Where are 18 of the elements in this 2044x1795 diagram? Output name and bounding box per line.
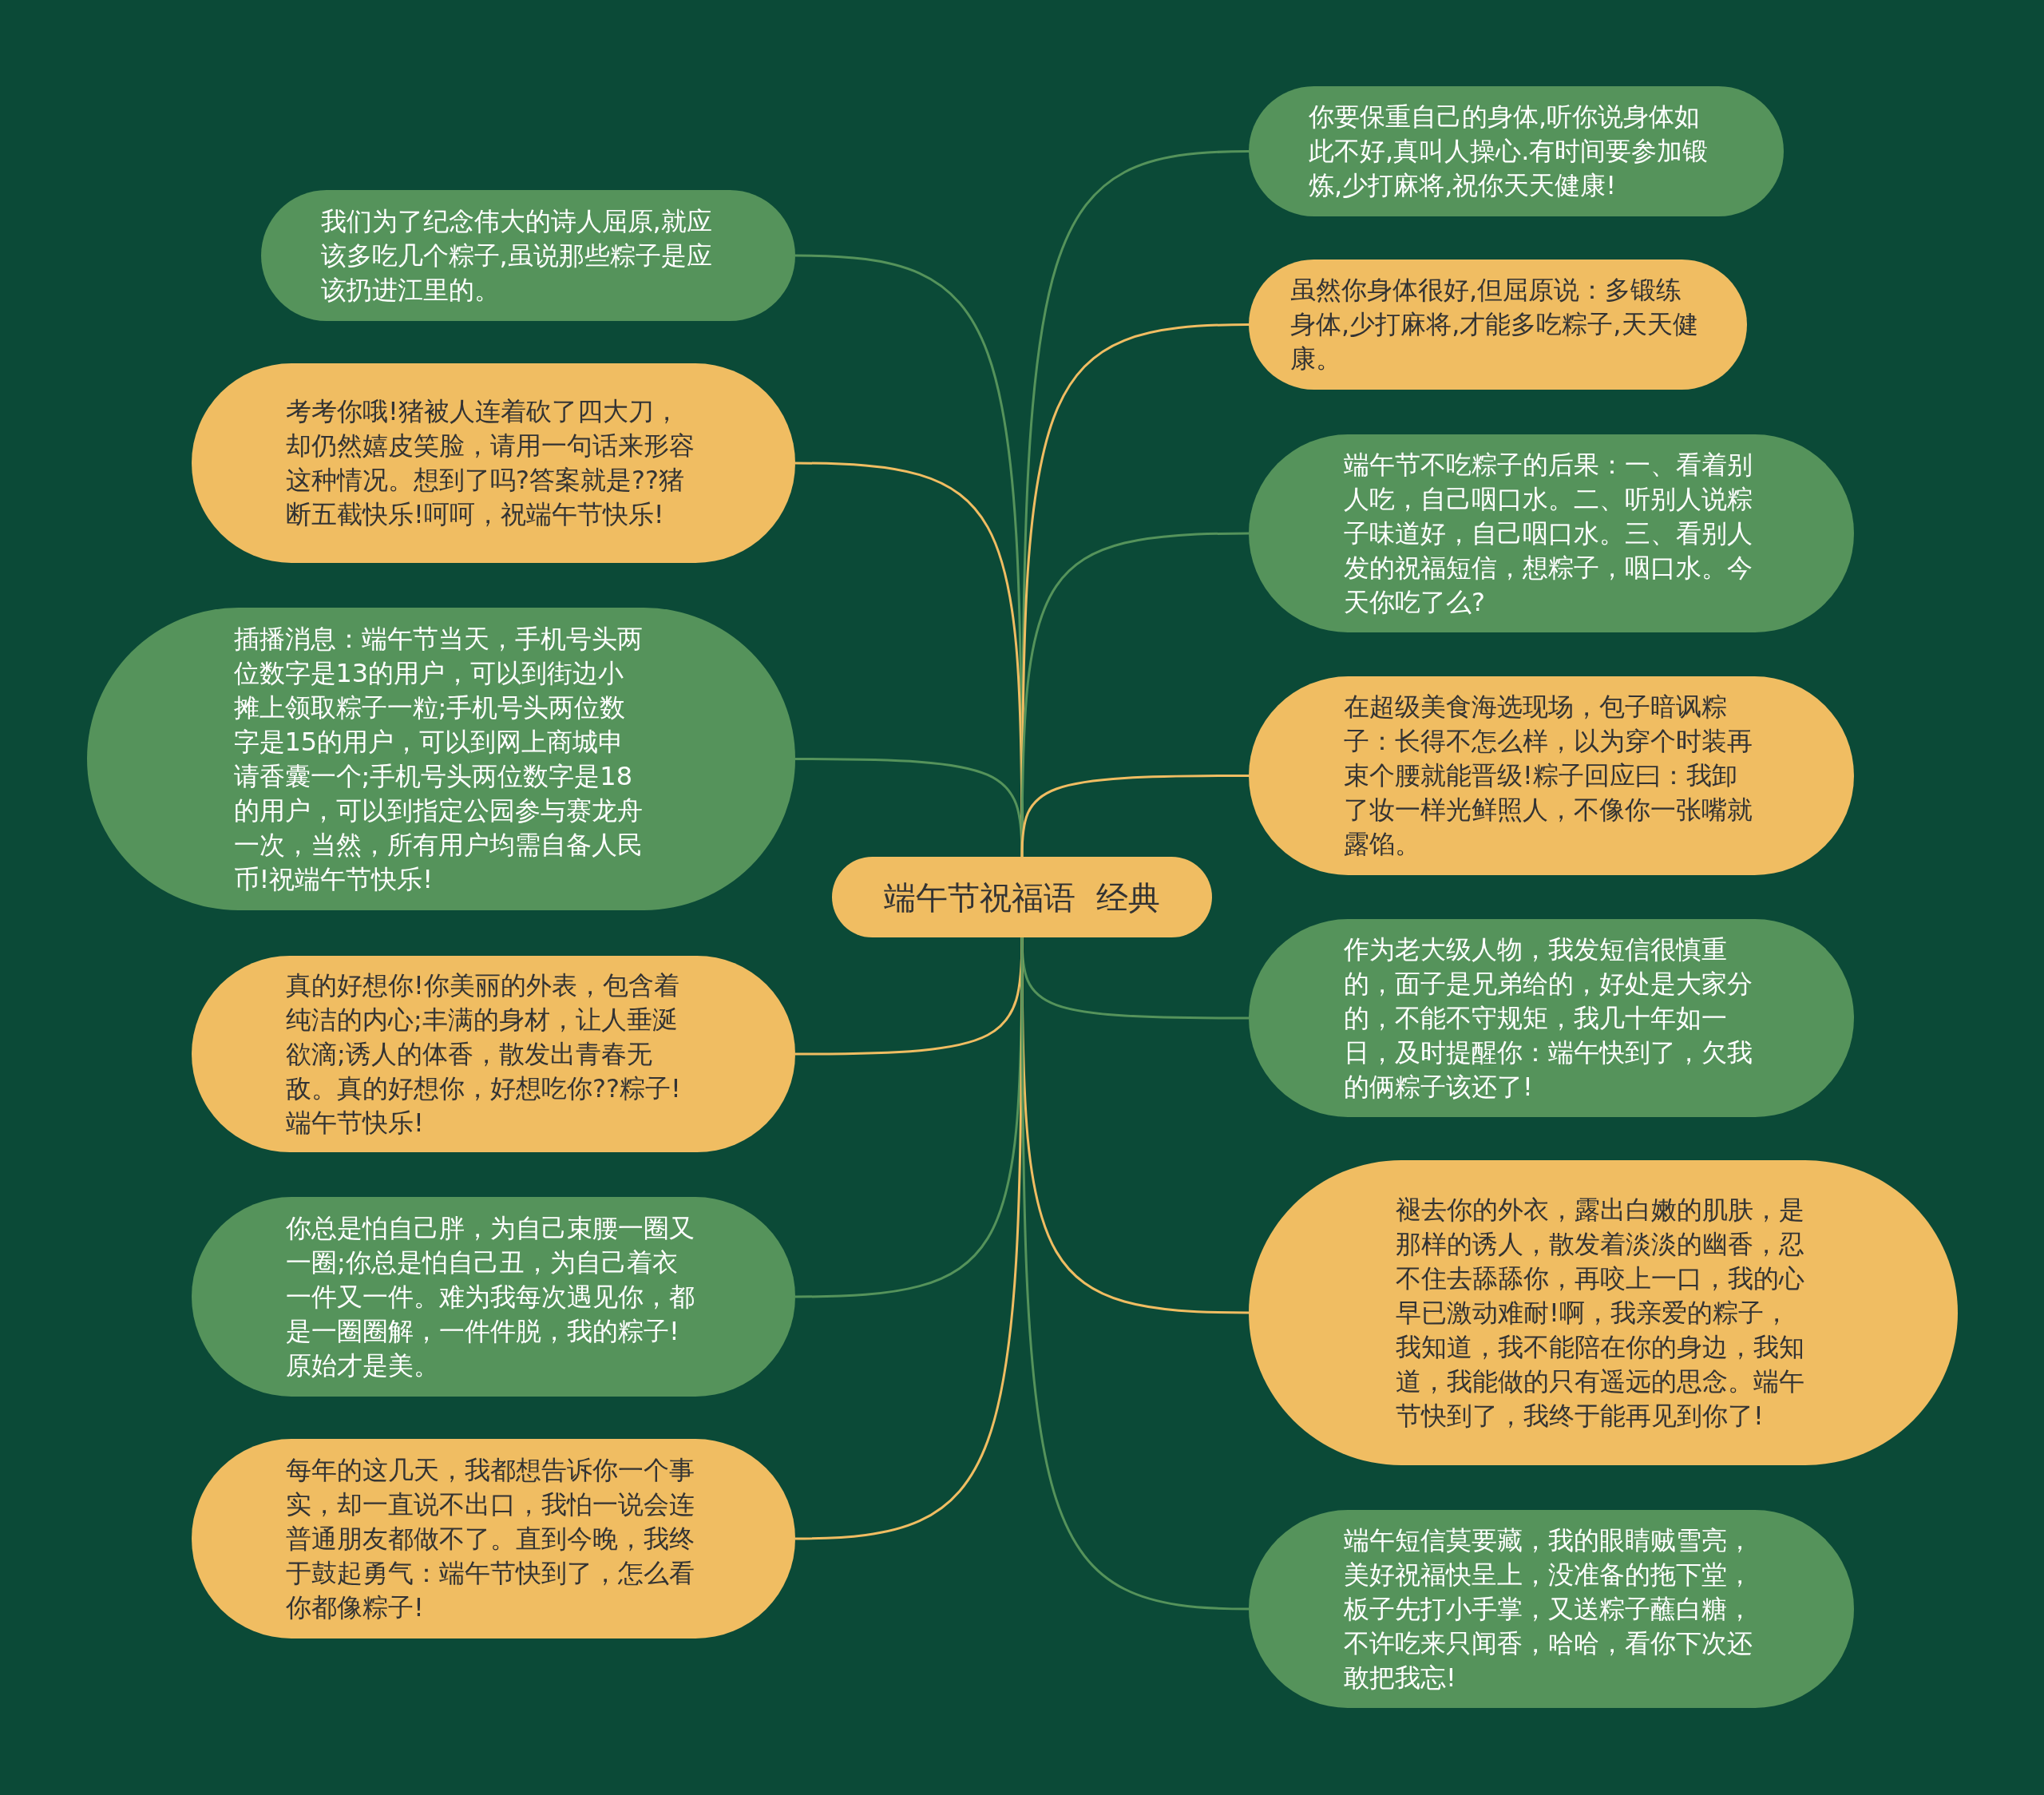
- message-text: 在超级美食海选现场，包子暗讽粽子：长得不怎么样，以为穿个时装再束个腰就能晋级!粽子回应曰：我卸了妆一样光鲜照人，不像你一张嘴就露馅。: [1344, 691, 1753, 861]
- message-text: 插播消息：端午节当天，手机号头两位数字是13的用户，可以到街边小摊上领取粽子一粒;手机号头两位数字是15的用户，可以到网上商城申请香囊一个;手机号头两位数字是18的用户，可以到指定公园参与赛龙舟一次，当然，所有用户均需自备人民币!祝端午节快乐!: [233, 622, 644, 896]
- message-text: 你要保重自己的身体,听你说身体如此不好,真叫人操心.有时间要参加锻炼,少打麻将,祝你天天健康!: [1309, 101, 1709, 202]
- message-text: 我们为了纪念伟大的诗人屈原,就应该多吃几个粽子,虽说那些粽子是应该扔进江里的。: [320, 204, 713, 307]
- message-text: 褪去你的外衣，露出白嫩的肌肤，是那样的诱人，散发着淡淡的幽香，忍不住去舔舔你，再咬上一口，我的心早已激动难耐!啊，我亲爱的粽子，我知道，我不能陪在你的身边，我知道，我能做的只有遥远的思念。端午节快到了，我终于能再见到你了!: [1396, 1193, 1805, 1432]
- connector-line: [1020, 532, 1250, 857]
- connector-line: [1020, 775, 1249, 858]
- connector-line: [1020, 937, 1250, 1611]
- connector-line: [794, 937, 1024, 1540]
- message-text: 端午短信莫要藏，我的眼睛贼雪亮，美好祝福快呈上，没准备的拖下堂，板子先打小手掌，又送粽子蘸白糖，不许吃来只闻香，哈哈，看你下次还敢把我忘!: [1344, 1524, 1753, 1694]
- message-text: 你总是怕自己胖，为自己束腰一圈又一圈;你总是怕自己丑，为自己着衣一件又一件。难为我每次遇见你，都是一圈圈解，一件件脱，我的粽子!原始才是美。: [286, 1211, 695, 1382]
- message-text: 真的好想你!你美丽的外表，包含着纯洁的内心;丰满的身材，让人垂涎欲滴;诱人的体香，散发出青春无敌。真的好想你，好想吃你??粽子!端午节快乐!: [286, 969, 682, 1139]
- message-text: 考考你哦!猪被人连着砍了四大刀，却仍然嬉皮笑脸，请用一句话来形容这种情况。想到了吗?答案就是??猪断五截快乐!呵呵，祝端午节快乐!: [286, 395, 695, 531]
- message-text: 作为老大级人物，我发短信很慎重的，面子是兄弟给的，好处是大家分的，不能不守规矩，我几十年如一日，及时提醒你：端午快到了，欠我的俩粽子该还了!: [1344, 933, 1753, 1104]
- topic-title: 端午节祝福语 经典: [884, 878, 1160, 917]
- message-text: 端午节不吃粽子的后果：一、看着别人吃，自己咽口水。二、听别人说粽子味道好，自己咽口水。三、看别人发的祝福短信，想粽子，咽口水。今天你吃了么?: [1344, 448, 1753, 619]
- message-text: 每年的这几天，我都想告诉你一个事实，却一直说不出口，我怕一说会连普通朋友都做不了。直到今晚，我终于鼓起勇气：端午节快到了，怎么看你都像粽子!: [286, 1453, 695, 1624]
- message-text: 虽然你身体很好,但屈原说：多锻练身体,少打麻将,才能多吃粽子,天天健康。: [1290, 274, 1699, 375]
